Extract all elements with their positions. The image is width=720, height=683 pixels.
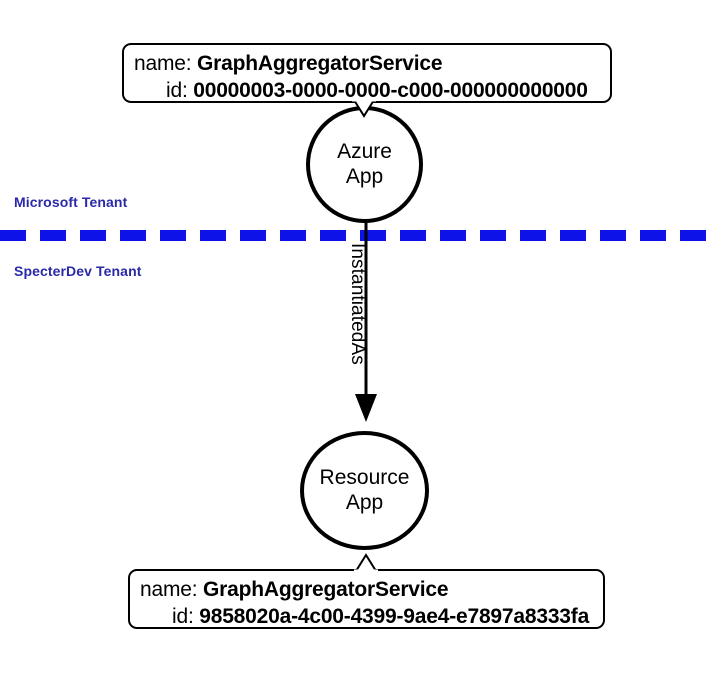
callout-azure-app-details: name: GraphAggregatorService id: 0000000… bbox=[122, 43, 612, 103]
callout-bottom-tail-icon bbox=[354, 553, 378, 571]
callout-top-name-line: name: GraphAggregatorService bbox=[134, 50, 600, 77]
callout-bottom-id-value: 9858020a-4c00-4399-9ae4-e7897a8333fa bbox=[199, 605, 590, 629]
node-azure-app-label-line1: Azure bbox=[337, 139, 392, 163]
callout-bottom-id-line: id: 9858020a-4c00-4399-9ae4-e7897a8333fa bbox=[140, 603, 593, 630]
callout-bottom-name-value: GraphAggregatorService bbox=[203, 578, 449, 601]
callout-top-id-line: id: 00000003-0000-0000-c000-000000000000 bbox=[134, 77, 600, 104]
node-azure-app-label-line2: App bbox=[345, 164, 384, 188]
tenant-boundary-divider bbox=[0, 230, 720, 241]
edge-instantiatedas-arrow bbox=[355, 218, 377, 422]
edge-instantiatedas-label: InstantiatedAs bbox=[347, 243, 368, 365]
node-resource-app-label-line2: App bbox=[345, 490, 384, 514]
callout-bottom-name-key: name: bbox=[140, 578, 198, 601]
callout-top-id-key: id: bbox=[166, 79, 188, 103]
callout-top-tail-icon bbox=[352, 100, 376, 118]
callout-top-name-key: name: bbox=[134, 52, 192, 75]
node-resource-app[interactable]: Resource App bbox=[300, 431, 429, 550]
callout-top-id-value: 00000003-0000-0000-c000-000000000000 bbox=[193, 79, 588, 103]
callout-resource-app-details: name: GraphAggregatorService id: 9858020… bbox=[128, 569, 605, 629]
tenant-label-microsoft: Microsoft Tenant bbox=[14, 194, 128, 210]
callout-bottom-id-key: id: bbox=[172, 605, 194, 629]
tenant-label-specterdev: SpecterDev Tenant bbox=[14, 263, 142, 279]
node-azure-app[interactable]: Azure App bbox=[306, 106, 423, 223]
callout-top-name-value: GraphAggregatorService bbox=[197, 52, 443, 75]
callout-bottom-name-line: name: GraphAggregatorService bbox=[140, 576, 593, 603]
node-resource-app-label-line1: Resource bbox=[319, 465, 410, 489]
